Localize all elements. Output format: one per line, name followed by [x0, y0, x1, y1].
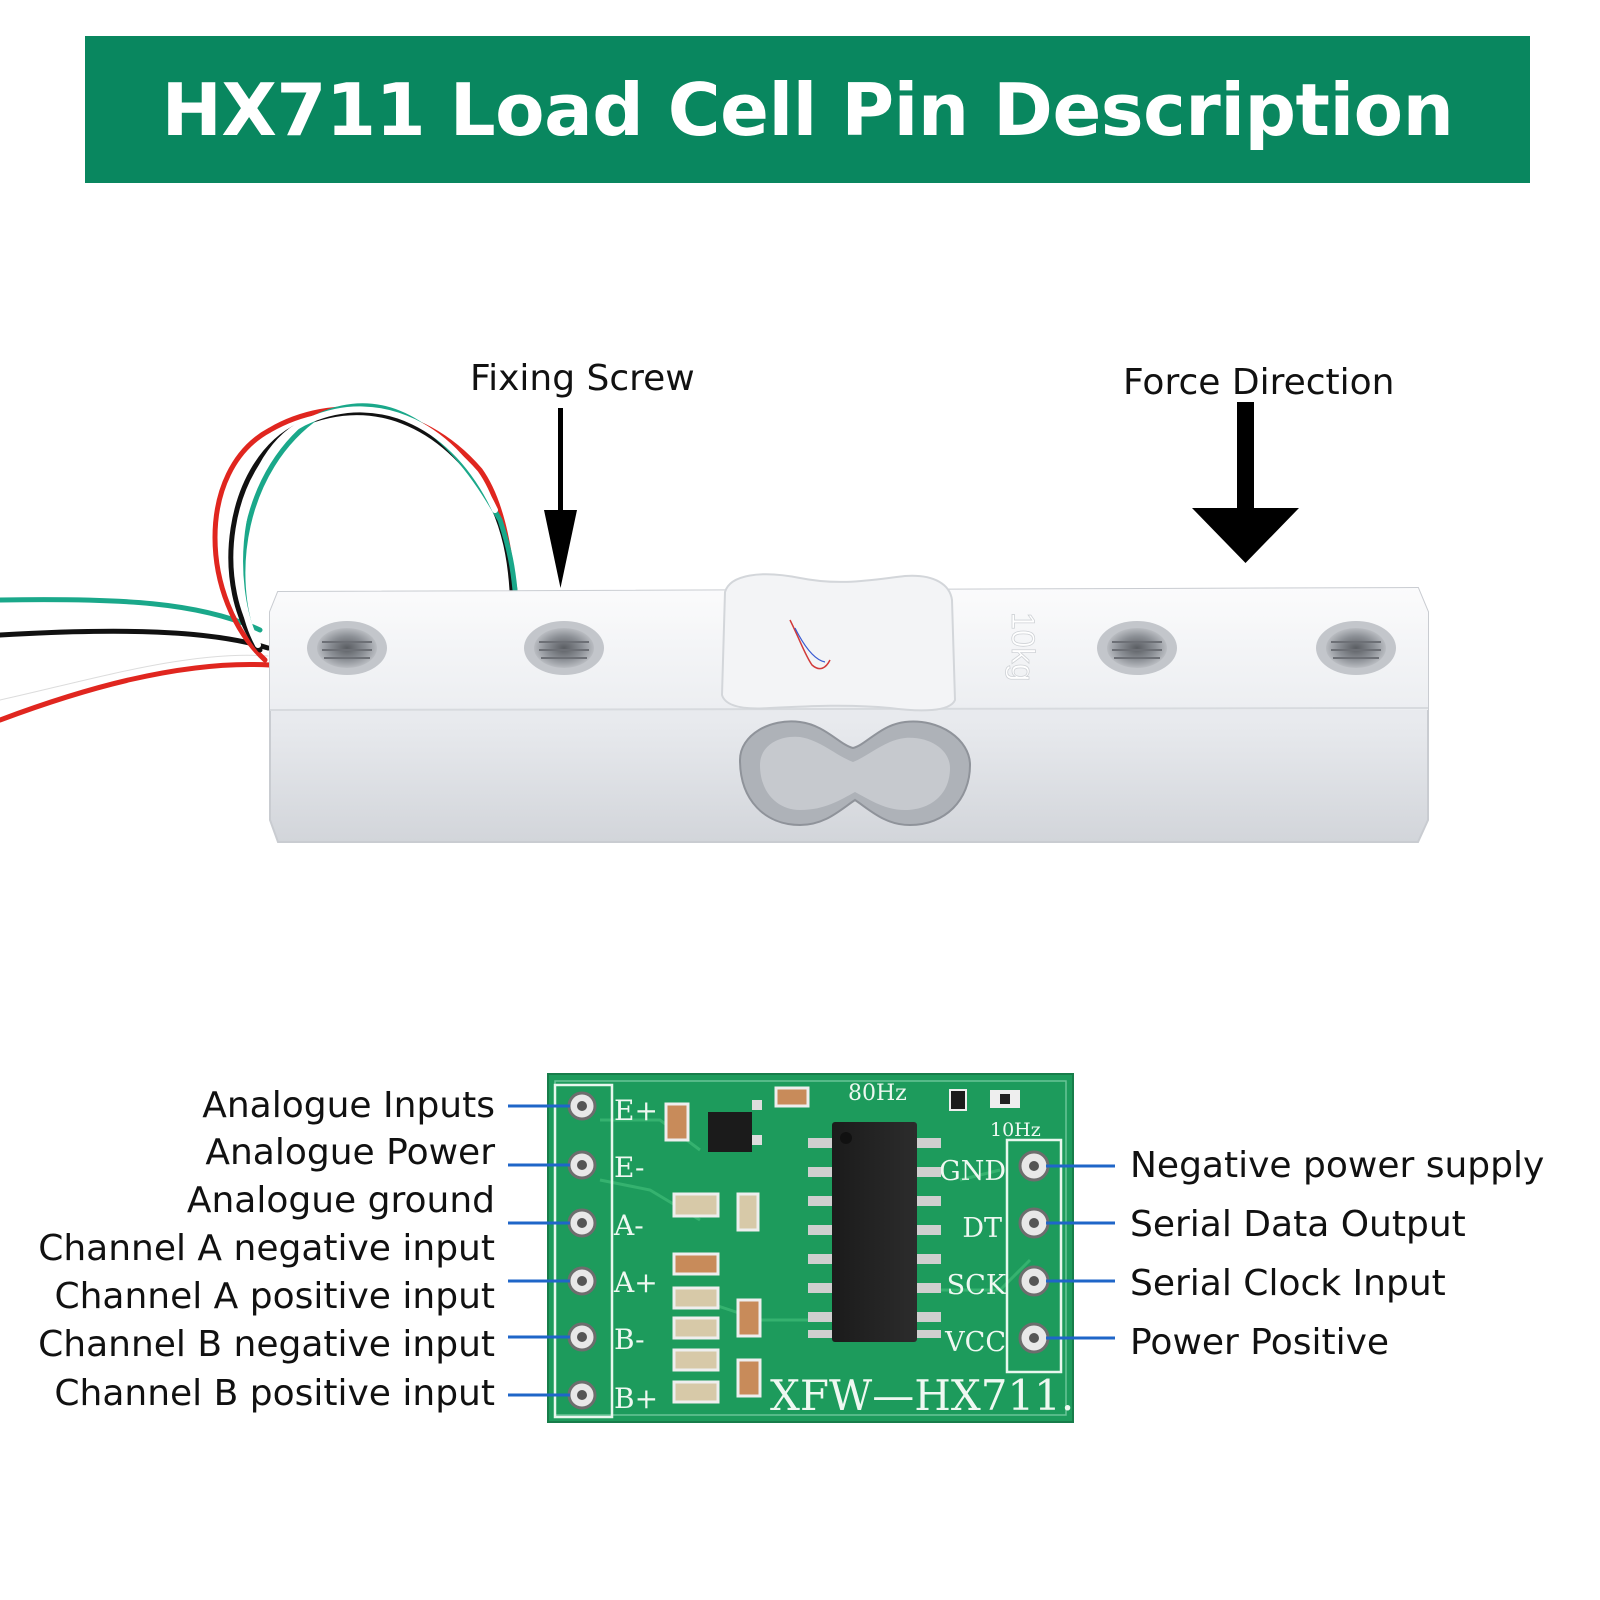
- hx711-board: E+ E- A- A+ B- B+ GND DT SCK VCC 80Hz 10…: [547, 1073, 1074, 1423]
- silk-e-minus: E-: [614, 1151, 644, 1184]
- silk-b-plus: B+: [614, 1382, 658, 1415]
- board-model-mark: XFW—HX711.: [770, 1371, 1074, 1420]
- screw-hole: [524, 621, 604, 675]
- screw-holes: [307, 621, 1396, 675]
- load-cell-bar: [269, 573, 1429, 843]
- pin-label-analogue-power: Analogue Power: [205, 1132, 495, 1173]
- pin-label-channel-b-negative: Channel B negative input: [38, 1324, 495, 1365]
- screw-hole: [307, 621, 387, 675]
- page-title: HX711 Load Cell Pin Description: [161, 67, 1454, 152]
- screw-hole: [1097, 621, 1177, 675]
- silk-e-plus: E+: [614, 1094, 658, 1127]
- title-banner: HX711 Load Cell Pin Description: [85, 36, 1530, 183]
- force-direction-label: Force Direction: [1123, 362, 1395, 403]
- silk-sck: SCK: [947, 1270, 1007, 1301]
- smd-components: [664, 1086, 1020, 1404]
- screw-hole: [1316, 621, 1396, 675]
- capacity-mark: 10kg: [1005, 612, 1041, 681]
- pin-label-serial-clock-input: Serial Clock Input: [1130, 1263, 1446, 1304]
- fixing-screw-arrow: [544, 408, 577, 588]
- silk-80hz: 80Hz: [848, 1081, 907, 1106]
- pin-label-analogue-inputs: Analogue Inputs: [202, 1085, 495, 1126]
- silk-a-plus: A+: [613, 1266, 658, 1299]
- load-cell-wires: [0, 403, 518, 723]
- silk-vcc: VCC: [944, 1327, 1006, 1358]
- fixing-screw-label: Fixing Screw: [470, 358, 695, 399]
- force-direction-arrow: [1192, 402, 1299, 563]
- silk-b-minus: B-: [614, 1323, 645, 1356]
- left-pin-pads: [567, 1091, 597, 1410]
- silk-10hz: 10Hz: [990, 1119, 1041, 1141]
- pin-label-channel-a-positive: Channel A positive input: [54, 1276, 495, 1317]
- pin-label-channel-a-negative: Channel A negative input: [38, 1228, 495, 1269]
- pin-label-analogue-ground: Analogue ground: [186, 1180, 495, 1221]
- pin-label-power-positive: Power Positive: [1130, 1322, 1390, 1363]
- silk-gnd: GND: [939, 1156, 1006, 1187]
- silk-a-minus: A-: [613, 1209, 644, 1242]
- hx711-chip: [808, 1122, 941, 1342]
- pin-label-channel-b-positive: Channel B positive input: [54, 1373, 495, 1414]
- pin-label-negative-power-supply: Negative power supply: [1130, 1145, 1545, 1186]
- silk-dt: DT: [962, 1213, 1002, 1244]
- leader-lines: [508, 1104, 1115, 1397]
- pin-label-serial-data-output: Serial Data Output: [1130, 1204, 1466, 1245]
